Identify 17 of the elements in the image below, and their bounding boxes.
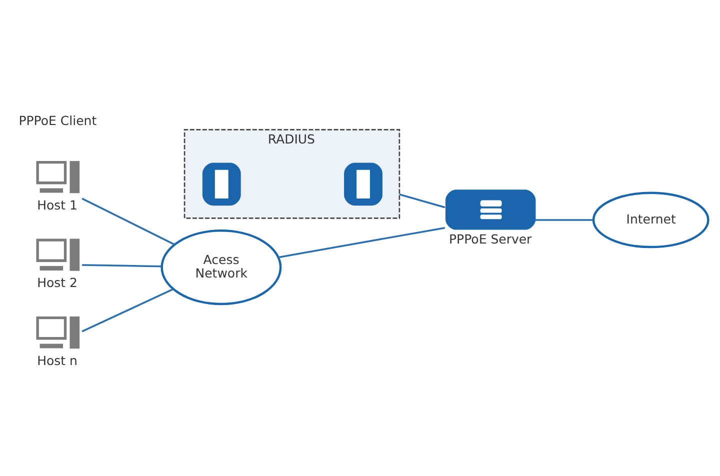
cluster: RADIUS [184,128,400,218]
connector [399,193,446,208]
node-box [445,189,536,230]
connector [278,226,446,258]
node-picture [202,162,241,206]
connector [82,264,162,267]
connector [535,218,594,220]
node-ellipse: Acess Network [160,229,282,305]
node-label: PPPoE Server [449,230,532,246]
label: PPPoE Client [18,112,97,128]
node-picture [344,162,382,206]
node-label: Host 2 [37,274,78,290]
node-ellipse: Internet [592,191,710,248]
node-label: Host n [37,352,78,368]
connector [82,288,174,332]
connector [82,197,175,245]
node-label: Host 1 [37,196,78,212]
